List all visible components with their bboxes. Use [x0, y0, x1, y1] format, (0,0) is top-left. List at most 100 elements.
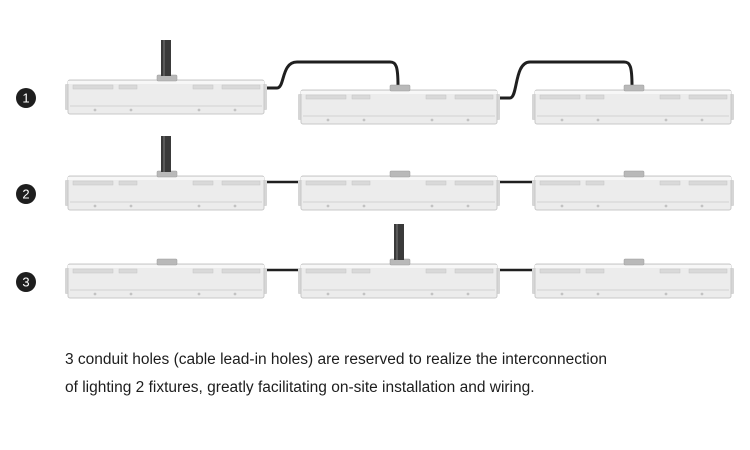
fixture-slot [539, 94, 581, 100]
fixture-slot [454, 268, 494, 274]
fixture-screw [326, 118, 330, 122]
fixture-screw [197, 292, 201, 296]
fixture-screw [466, 292, 470, 296]
fixture-screw [197, 204, 201, 208]
linear-fixture [298, 84, 500, 125]
fixture-screw [93, 108, 97, 112]
fixture-slot [425, 94, 447, 100]
caption-line-1: 3 conduit holes (cable lead-in holes) ar… [65, 351, 607, 368]
number-badge-label: 2 [22, 187, 29, 202]
fixture-top-rail [68, 81, 264, 84]
fixture-slot [351, 268, 371, 274]
fixture-screw [664, 118, 668, 122]
number-badge-icon [16, 88, 36, 108]
fixture-screw [664, 204, 668, 208]
fixture-slot [221, 84, 261, 90]
fixture-screw [700, 204, 704, 208]
fixture-screw [596, 204, 600, 208]
fixture-screw [129, 108, 133, 112]
fixture-screw [560, 204, 564, 208]
linear-fixture [298, 258, 500, 299]
fixture-screw [233, 108, 237, 112]
fixture-slot [192, 268, 214, 274]
fixture-screw [93, 204, 97, 208]
conduit-hole [623, 84, 645, 92]
fixture-screw [560, 292, 564, 296]
wiring-row-2: 2 [16, 136, 734, 211]
conduit-hole [623, 258, 645, 266]
feed-conduit-icon [394, 224, 404, 260]
fixture-slot [688, 94, 728, 100]
conduit-hole [156, 258, 178, 266]
conduit-cable-icon [496, 60, 634, 100]
fixture-screw [326, 292, 330, 296]
fixture-screw [362, 292, 366, 296]
fixture-slot [425, 180, 447, 186]
fixture-slot [585, 94, 605, 100]
fixture-slot [221, 180, 261, 186]
fixture-slot [539, 268, 581, 274]
fixture-screw [233, 292, 237, 296]
fixture-screw [326, 204, 330, 208]
linear-fixture [65, 170, 267, 211]
caption-line-2: of lighting 2 fixtures, greatly facilita… [65, 379, 535, 396]
conduit-hole [389, 170, 411, 178]
linear-fixture [532, 84, 734, 125]
fixture-screw [93, 292, 97, 296]
fixture-screw [560, 118, 564, 122]
fixture-slot [454, 94, 494, 100]
fixture-slot [192, 84, 214, 90]
fixture-top-rail [301, 177, 497, 180]
fixture-screw [233, 204, 237, 208]
fixture-screw [362, 118, 366, 122]
fixture-slot [659, 180, 681, 186]
fixture-screw [197, 108, 201, 112]
fixture-screw [430, 118, 434, 122]
linear-fixture [532, 170, 734, 211]
number-badge-label: 3 [22, 275, 29, 290]
fixture-slot [585, 268, 605, 274]
fixture-top-rail [301, 265, 497, 268]
conduit-cable-icon [263, 60, 400, 90]
linear-fixture [298, 170, 500, 211]
fixture-top-rail [301, 91, 497, 94]
feed-conduit-icon [161, 40, 171, 76]
fixture-slot [118, 84, 138, 90]
fixture-slot [305, 268, 347, 274]
fixture-slot [539, 180, 581, 186]
fixture-slot [688, 180, 728, 186]
fixture-slot [221, 268, 261, 274]
fixture-top-rail [535, 177, 731, 180]
linear-fixture [65, 74, 267, 115]
fixture-slot [351, 94, 371, 100]
fixture-slot [351, 180, 371, 186]
conduit-hole [623, 170, 645, 178]
fixture-top-rail [535, 265, 731, 268]
feed-conduit-highlight [163, 136, 165, 172]
fixture-screw [596, 292, 600, 296]
fixture-slot [425, 268, 447, 274]
fixture-screw [430, 204, 434, 208]
fixture-slot [305, 94, 347, 100]
fixture-screw [362, 204, 366, 208]
fixture-slot [688, 268, 728, 274]
conduit-hole [389, 84, 411, 92]
wiring-diagram: 1 2 3 [16, 40, 734, 299]
feed-conduit-icon [161, 136, 171, 172]
fixture-slot [72, 180, 114, 186]
feed-conduit-highlight [163, 40, 165, 76]
fixture-slot [659, 94, 681, 100]
fixture-slot [659, 268, 681, 274]
fixture-screw [466, 204, 470, 208]
linear-fixture [532, 258, 734, 299]
number-badge-icon [16, 184, 36, 204]
fixture-screw [700, 118, 704, 122]
fixture-slot [72, 268, 114, 274]
caption: 3 conduit holes (cable lead-in holes) ar… [65, 346, 725, 402]
wiring-row-1: 1 [16, 40, 734, 125]
feed-conduit-highlight [396, 224, 398, 260]
fixture-slot [118, 180, 138, 186]
wiring-row-3: 3 [16, 224, 734, 299]
fixture-screw [129, 204, 133, 208]
fixture-top-rail [68, 177, 264, 180]
